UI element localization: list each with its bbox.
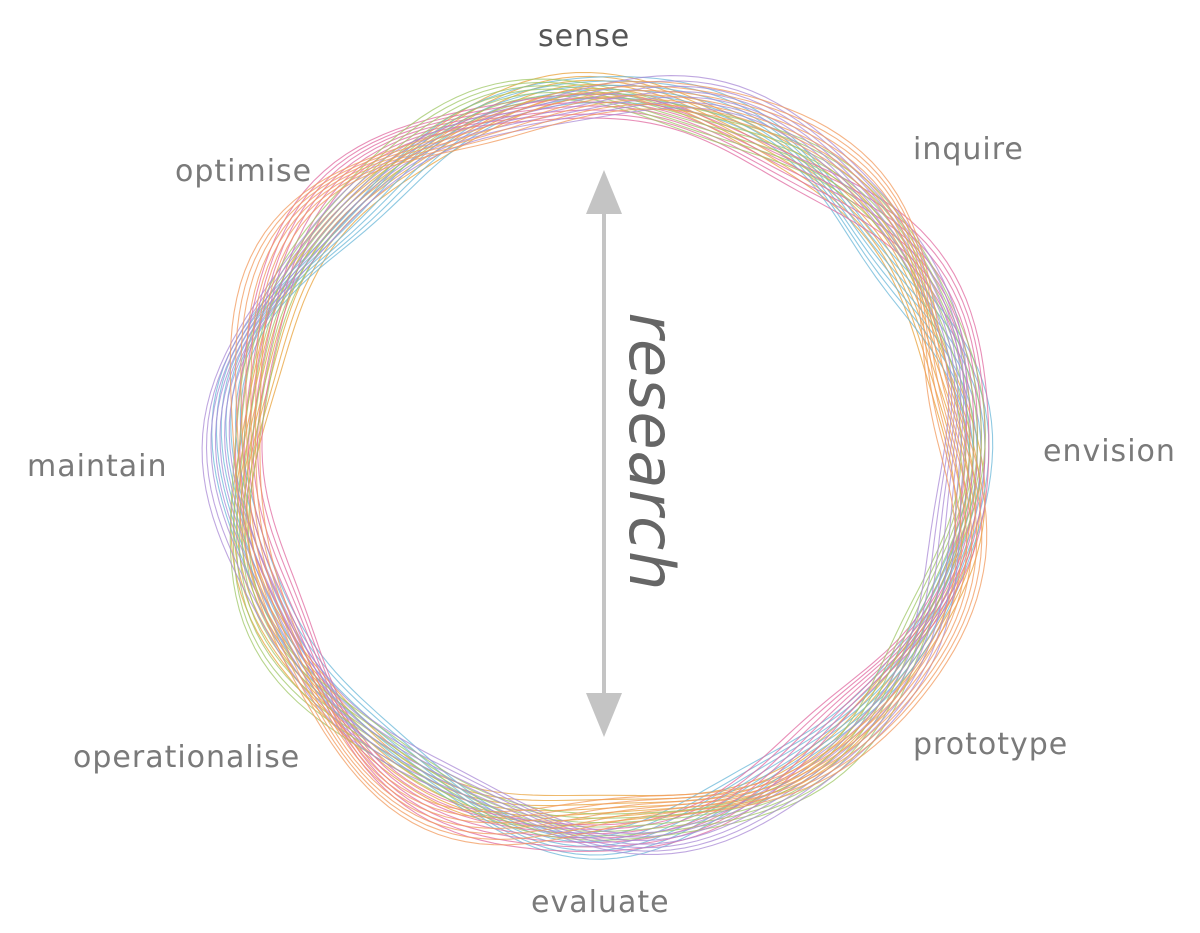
stage-label-sense: sense	[538, 19, 631, 54]
cycle-strand	[205, 80, 965, 852]
cycle-strand	[238, 88, 975, 828]
cycle-strand	[255, 103, 962, 818]
cycle-strand	[241, 91, 971, 824]
cycle-strand	[232, 81, 983, 837]
stage-label-optimise: optimise	[175, 154, 313, 189]
cycle-strand	[250, 99, 968, 824]
stage-label-evaluate: evaluate	[531, 885, 670, 920]
cycle-strand	[261, 117, 968, 826]
cycle-strand	[243, 101, 982, 844]
cycle-strand	[235, 85, 983, 840]
cycle-strand	[239, 97, 986, 848]
stage-label-inquire: inquire	[913, 132, 1024, 167]
center-label-research: research	[615, 312, 688, 592]
stage-label-prototype: prototype	[913, 727, 1069, 762]
cycle-strand	[235, 85, 979, 832]
cycle-strand	[252, 109, 975, 835]
cycle-strand	[225, 89, 982, 847]
stage-label-operationalise: operationalise	[73, 740, 301, 775]
cycle-strand	[229, 80, 988, 846]
cycle-strand	[201, 75, 968, 855]
cycle-strand	[220, 84, 986, 852]
cycle-strand	[234, 93, 990, 852]
cycle-strands	[201, 71, 994, 860]
arrow-head-up	[586, 170, 622, 214]
cycle-strand	[240, 90, 978, 835]
arrow-head-down	[586, 693, 622, 737]
cycle-strand	[219, 96, 956, 842]
cycle-strand	[245, 94, 973, 829]
stage-label-envision: envision	[1043, 434, 1176, 469]
stage-label-maintain: maintain	[27, 449, 168, 484]
cycle-strand	[259, 108, 957, 813]
cycle-strand	[224, 101, 953, 838]
cycle-strand	[256, 113, 971, 830]
research-double-arrow	[586, 170, 622, 737]
cycle-strand	[210, 85, 962, 849]
